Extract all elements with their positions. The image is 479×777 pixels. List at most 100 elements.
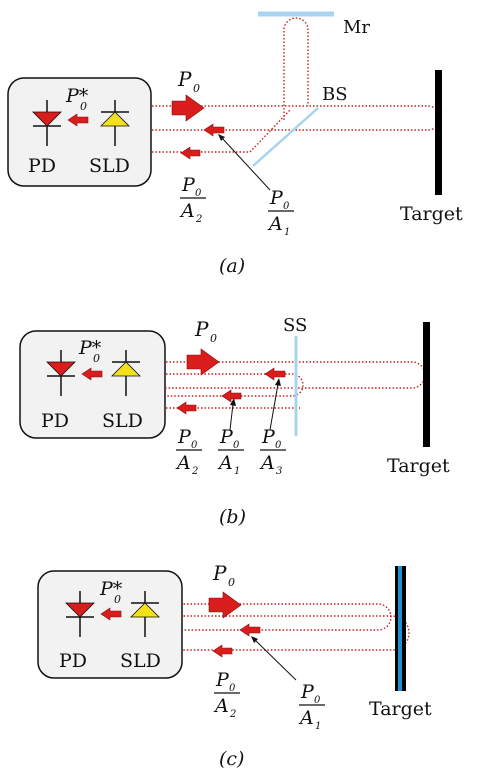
photodiode bbox=[46, 350, 76, 396]
frac-denominator: A bbox=[213, 695, 229, 717]
target-label: Target bbox=[369, 698, 432, 720]
beam-path bbox=[166, 373, 304, 397]
panel-c: PD SLD P* 0 P 0 Target P 0 A 2 P 0 A 1 (… bbox=[37, 561, 432, 770]
sld-diode bbox=[100, 100, 130, 146]
splitter-label: SS bbox=[283, 315, 307, 336]
pointer-line bbox=[254, 639, 297, 681]
beam-splitter bbox=[252, 107, 319, 167]
frac-numerator-sub: 0 bbox=[195, 188, 202, 199]
beam-path bbox=[283, 17, 309, 120]
return-arrow bbox=[203, 123, 225, 137]
p0-label: P bbox=[194, 317, 209, 341]
frac-numerator: P bbox=[269, 187, 284, 209]
frac-numerator: P bbox=[181, 174, 196, 196]
sld-label: SLD bbox=[102, 410, 143, 432]
target-label: Target bbox=[387, 455, 450, 477]
target bbox=[435, 70, 442, 195]
return-arrow bbox=[176, 401, 197, 415]
frac-numerator: P bbox=[215, 669, 230, 691]
frac-denominator: A bbox=[298, 707, 314, 729]
pd-label: PD bbox=[41, 410, 69, 432]
frac-numerator: P bbox=[261, 426, 276, 448]
sld-label: SLD bbox=[89, 155, 130, 177]
frac-numerator-sub: 0 bbox=[233, 440, 240, 451]
p0-subscript: 0 bbox=[193, 82, 200, 95]
return-arrow bbox=[239, 623, 261, 637]
frac-denominator-sub: 1 bbox=[284, 227, 290, 238]
frac-numerator-sub: 0 bbox=[283, 201, 290, 212]
pstar-label: P* bbox=[99, 578, 123, 600]
device-box bbox=[37, 570, 183, 679]
return-arrow bbox=[180, 146, 201, 160]
panel-a: PD SLD P* 0 P 0 Mr BS Target P 0 A 2 P 0… bbox=[7, 11, 463, 277]
frac-numerator: P bbox=[300, 681, 315, 703]
p0-label: P bbox=[212, 561, 227, 585]
frac-denominator-sub: 3 bbox=[276, 466, 282, 477]
caption: (b) bbox=[219, 506, 246, 528]
emitted-beam-arrow bbox=[171, 94, 205, 122]
frac-denominator: A bbox=[259, 452, 275, 474]
beam-path bbox=[180, 615, 410, 651]
pointer-arrowhead bbox=[251, 636, 258, 643]
sld-label: SLD bbox=[120, 650, 161, 672]
pstar-label: P* bbox=[65, 85, 89, 107]
frac-denominator: A bbox=[175, 452, 191, 474]
frac-numerator-sub: 0 bbox=[229, 683, 236, 694]
return-arrow bbox=[264, 367, 286, 381]
pstar-label: P* bbox=[78, 337, 102, 359]
p0-label: P bbox=[177, 67, 192, 91]
internal-arrow bbox=[100, 607, 122, 621]
photodiode bbox=[65, 591, 95, 637]
pd-label: PD bbox=[28, 155, 56, 177]
internal-arrow bbox=[67, 113, 89, 127]
frac-denominator: A bbox=[217, 452, 233, 474]
beam-path bbox=[180, 603, 392, 631]
return-arrow bbox=[212, 644, 233, 658]
frac-numerator-sub: 0 bbox=[191, 440, 198, 451]
frac-denominator-sub: 2 bbox=[191, 466, 198, 477]
pointer-arrowhead bbox=[275, 378, 281, 386]
caption: (a) bbox=[219, 255, 245, 277]
emitted-beam-arrow bbox=[208, 591, 242, 619]
pointer-line bbox=[229, 403, 234, 431]
internal-arrow bbox=[81, 367, 103, 381]
emitted-beam-arrow bbox=[186, 348, 220, 376]
fraction-a3: P 0 A 3 bbox=[259, 426, 286, 477]
pointer-arrowhead bbox=[230, 398, 236, 406]
p0-subscript: 0 bbox=[228, 576, 235, 589]
pointer-line bbox=[269, 383, 279, 431]
fraction-a1: P 0 A 1 bbox=[298, 681, 325, 732]
fraction-a2: P 0 A 2 bbox=[179, 174, 206, 225]
frac-denominator-sub: 2 bbox=[229, 709, 236, 720]
pstar-subscript: 0 bbox=[114, 593, 121, 606]
frac-numerator: P bbox=[177, 426, 192, 448]
pd-label: PD bbox=[59, 650, 87, 672]
frac-numerator: P bbox=[219, 426, 234, 448]
caption: (c) bbox=[219, 748, 244, 770]
frac-denominator: A bbox=[267, 213, 283, 235]
frac-denominator-sub: 1 bbox=[315, 721, 321, 732]
frac-denominator-sub: 1 bbox=[234, 466, 240, 477]
target-coating bbox=[398, 566, 402, 691]
fraction-a2: P 0 A 2 bbox=[213, 669, 240, 720]
fraction-a1: P 0 A 1 bbox=[267, 187, 294, 238]
splitter-label: BS bbox=[322, 84, 348, 105]
frac-denominator-sub: 2 bbox=[195, 214, 202, 225]
pointer-line bbox=[221, 137, 271, 191]
pstar-subscript: 0 bbox=[93, 352, 100, 365]
target bbox=[423, 322, 430, 447]
sld-diode bbox=[111, 350, 141, 396]
target-label: Target bbox=[400, 203, 463, 225]
pointer-arrowhead bbox=[218, 134, 225, 141]
device-box bbox=[19, 330, 166, 439]
fraction-a2: P 0 A 2 bbox=[175, 426, 202, 477]
frac-denominator: A bbox=[179, 200, 195, 222]
panel-b: PD SLD P* 0 P 0 SS Target P 0 A 2 P 0 A … bbox=[19, 315, 450, 528]
return-arrow bbox=[221, 389, 242, 403]
sld-diode bbox=[130, 591, 160, 637]
mirror-label: Mr bbox=[343, 17, 370, 38]
photodiode bbox=[32, 100, 62, 146]
frac-numerator-sub: 0 bbox=[314, 695, 321, 706]
p0-subscript: 0 bbox=[210, 332, 217, 345]
